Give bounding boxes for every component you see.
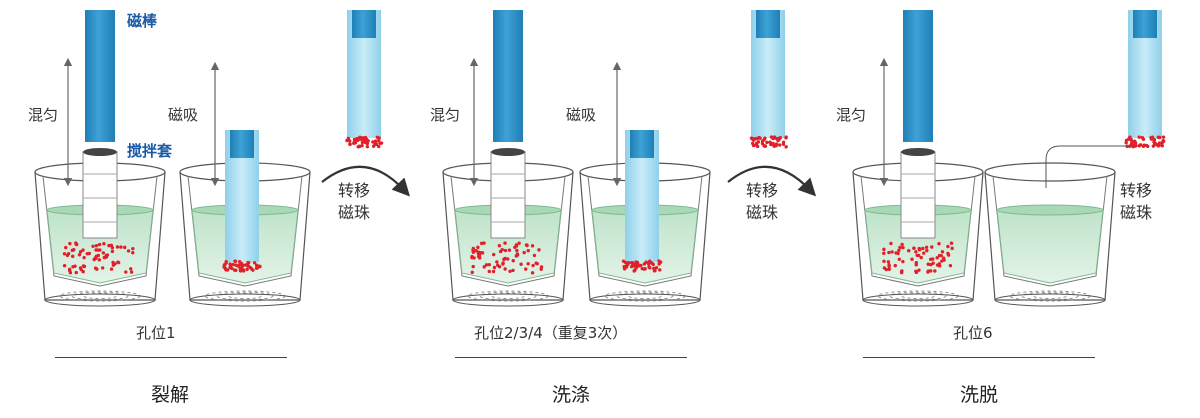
captured-beads: [749, 135, 788, 149]
liquid-surface: [996, 204, 1104, 216]
well-234-label: 孔位2/3/4（重复3次）: [474, 324, 628, 342]
lysis-divider: [55, 357, 287, 358]
elution-pointer-line: [1045, 145, 1130, 188]
captured-beads: [345, 135, 384, 149]
magnetic-beads: [62, 241, 135, 275]
well-6-label: 孔位6: [953, 324, 993, 342]
beads-word: 磁珠: [746, 203, 779, 222]
well-2-mix: [442, 162, 574, 307]
sleeve-opening: [83, 148, 117, 156]
well-1-label: 孔位1: [136, 324, 176, 342]
step-lysis: 裂解: [151, 384, 190, 406]
beads-word: 磁珠: [1120, 203, 1153, 222]
stir-sleeve: [490, 151, 526, 239]
adsorb-label-2: 磁吸: [566, 106, 597, 124]
transfer-word: 转移: [338, 181, 371, 200]
transfer-beads-label-1: 转移 磁珠: [338, 180, 370, 224]
rod-mix-1: [82, 10, 118, 239]
stir-sleeve: [82, 151, 118, 239]
rod-tip: [230, 130, 254, 158]
rod-adsorb-2: [621, 130, 663, 273]
adsorb-label-1: 磁吸: [168, 106, 199, 124]
magnetic-rod: [903, 10, 933, 142]
rod-transfer-1: [345, 10, 384, 149]
captured-beads: [222, 259, 262, 273]
magnetic-rod: [85, 10, 115, 142]
rod-adsorb-1: [222, 130, 262, 273]
stir-sleeve: [900, 151, 936, 239]
transfer-arrow-1: [321, 165, 410, 197]
rod-tip: [352, 10, 376, 38]
mix-label-2: 混匀: [430, 106, 461, 124]
sleeve-opening: [901, 148, 935, 156]
transfer-word: 转移: [746, 181, 779, 200]
transfer-beads-label-3: 转移 磁珠: [1120, 180, 1152, 224]
magnetic-beads: [882, 241, 954, 275]
magnetic-rod-label: 磁棒: [127, 12, 158, 30]
rod-tip: [1133, 10, 1157, 38]
transfer-beads-label-2: 转移 磁珠: [746, 180, 778, 224]
rod-tip: [756, 10, 780, 38]
well-1-mix: [34, 162, 166, 307]
transfer-word: 转移: [1120, 181, 1153, 200]
beads-word: 磁珠: [338, 203, 371, 222]
magnetic-rod: [493, 10, 523, 142]
rod-transfer-3: [1124, 10, 1166, 149]
rod-mix-2: [490, 10, 526, 239]
rod-tip: [630, 130, 654, 158]
stir-sleeve-label: 搅拌套: [127, 142, 173, 160]
sleeve-opening: [491, 148, 525, 156]
step-elution: 洗脱: [960, 384, 999, 406]
liquid: [996, 209, 1104, 284]
elution-divider: [863, 357, 1095, 358]
mix-label-3: 混匀: [836, 106, 867, 124]
magnetic-beads: [470, 241, 544, 275]
captured-beads: [621, 259, 663, 273]
well-6-eluate: [984, 162, 1116, 307]
captured-beads: [1124, 135, 1166, 149]
transfer-arrow-2: [727, 165, 817, 197]
mix-label-1: 混匀: [28, 106, 59, 124]
rod-transfer-2: [749, 10, 788, 149]
step-wash: 洗涤: [552, 384, 591, 406]
wash-divider: [455, 357, 687, 358]
well-6-mix: [852, 162, 984, 307]
rod-mix-3: [900, 10, 936, 239]
